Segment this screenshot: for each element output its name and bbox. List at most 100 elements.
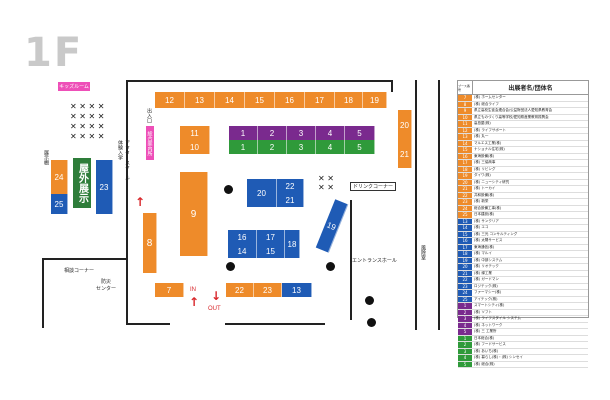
legend-booth-number: 17 xyxy=(458,160,472,166)
booth-20-right[interactable]: 20 xyxy=(398,110,412,140)
booth-22-bottom[interactable]: 22 xyxy=(226,283,254,297)
in-arrow-icon: ↑ xyxy=(189,295,200,309)
legend-booth-number: 14 xyxy=(458,225,472,231)
booth-20[interactable]: 20 xyxy=(247,179,277,207)
seat-cross-icon: ✕ ✕ ✕ ✕ xyxy=(70,102,105,111)
entrance-label: 出入口 xyxy=(146,108,152,123)
booth-16[interactable]: 16 xyxy=(275,92,305,108)
legend-exhibitor-name: (株) ホームセンター xyxy=(474,95,506,100)
booth-21[interactable]: 21 xyxy=(277,193,304,207)
out-label: OUT xyxy=(208,306,221,312)
booth-green-4[interactable]: 4 xyxy=(316,140,345,154)
booth-13-bottom[interactable]: 13 xyxy=(282,283,312,297)
legend-row: 17(株) 三協商事 xyxy=(458,160,588,167)
legend-booth-number: 5 xyxy=(458,361,472,367)
booth-15[interactable]: 15 xyxy=(257,244,285,258)
legend-booth-number: 2 xyxy=(458,309,472,315)
legend-booth-number: 15 xyxy=(458,231,472,237)
booth-24[interactable]: 24 xyxy=(51,160,68,194)
legend-booth-number: 20 xyxy=(458,264,472,270)
legend-exhibitor-name: (株) 中部システム xyxy=(474,257,503,262)
legend-title: 出展者名/団体名 xyxy=(508,85,553,92)
booth-9[interactable]: 9 xyxy=(180,172,208,256)
legend-exhibitor-name: 日本総合(株) xyxy=(474,335,495,340)
legend-booth-number: 21 xyxy=(458,270,472,276)
booth-green-5[interactable]: 5 xyxy=(345,140,375,154)
legend-row: 18(株) マルイ xyxy=(458,251,588,258)
legend-exhibitor-name: (株) 総合(株) xyxy=(474,361,495,366)
legend-header: ブース番号 出展者名/団体名 xyxy=(458,81,588,95)
booth-12[interactable]: 12 xyxy=(155,92,185,108)
wall-left-box-top xyxy=(42,258,128,260)
legend-booth-number: 24 xyxy=(458,205,472,211)
booth-17[interactable]: 17 xyxy=(305,92,335,108)
legend-exhibitor-name: (株) リオテック xyxy=(474,264,499,269)
legend-row: 4(株) ネットワーク xyxy=(458,322,588,329)
legend-booth-number: 19 xyxy=(458,257,472,263)
booth-17[interactable]: 17 xyxy=(257,230,285,244)
booth-21-right[interactable]: 21 xyxy=(398,140,412,168)
legend-row: 4(株) 暮らし(株)・(株) シンセイ xyxy=(458,355,588,362)
booth-green-2[interactable]: 2 xyxy=(258,140,287,154)
booth-13[interactable]: 13 xyxy=(185,92,215,108)
entrance-hall-label: エントランスホール xyxy=(352,258,397,264)
booth-green-3[interactable]: 3 xyxy=(287,140,316,154)
booth-green-1[interactable]: 1 xyxy=(229,140,258,154)
legend-row: 2(株) ソフト xyxy=(458,309,588,316)
legend-exhibitor-name: (株) マルイ xyxy=(474,251,492,256)
booth-14[interactable]: 14 xyxy=(228,244,257,258)
booth-14[interactable]: 14 xyxy=(215,92,245,108)
legend-row: 16(株) 太陽サービス xyxy=(458,238,588,245)
booth-23-left[interactable]: 23 xyxy=(96,160,113,214)
booth-19[interactable]: 19 xyxy=(363,92,387,108)
legend-exhibitor-name: アイテック(株) xyxy=(474,296,498,301)
legend-exhibitor-name: (株) サンクリア xyxy=(474,218,499,223)
booth-22[interactable]: 22 xyxy=(277,179,304,193)
booth-7[interactable]: 7 xyxy=(155,283,184,297)
booth-purple-3[interactable]: 3 xyxy=(287,126,316,140)
legend-booth-number: 5 xyxy=(458,329,472,335)
booth-15[interactable]: 15 xyxy=(245,92,275,108)
booth-purple-5[interactable]: 5 xyxy=(345,126,375,140)
legend-booth-number: 4 xyxy=(458,322,472,328)
legend-booth-number: 4 xyxy=(458,355,472,361)
legend-booth-number: 22 xyxy=(458,192,472,198)
booth-11[interactable]: 11 xyxy=(180,126,210,140)
in-label: IN xyxy=(190,287,196,293)
legend-booth-number: 3 xyxy=(458,348,472,354)
booth-16[interactable]: 16 xyxy=(228,230,257,244)
booth-10[interactable]: 10 xyxy=(180,140,210,154)
legend-booth-number: 22 xyxy=(458,277,472,283)
legend-exhibitor-name: (株) 緑工業 xyxy=(474,270,492,275)
legend-exhibitor-name: (株) エコ xyxy=(474,225,489,230)
booth-18[interactable]: 18 xyxy=(285,230,300,258)
legend-booth-number: 16 xyxy=(458,238,472,244)
legend-exhibitor-name: (株) 太陽サービス xyxy=(474,238,503,243)
booth-18[interactable]: 18 xyxy=(335,92,363,108)
booth-19-blue[interactable]: 19 xyxy=(315,199,349,253)
booth-purple-4[interactable]: 4 xyxy=(316,126,345,140)
drink-corner-label: ドリンクコーナー xyxy=(350,182,397,191)
booth-purple-2[interactable]: 2 xyxy=(258,126,287,140)
afterschool-label: アフタースクール 体験入学 xyxy=(117,140,130,180)
legend-booth-number: 10 xyxy=(458,114,472,120)
booth-23-bottom[interactable]: 23 xyxy=(254,283,282,297)
booth-purple-1[interactable]: 1 xyxy=(229,126,258,140)
wall-bottom xyxy=(126,323,170,325)
legend-booth-number: 13 xyxy=(458,218,472,224)
legend-booth-number: 8 xyxy=(458,101,472,107)
kids-corner-badge: キッズルーム xyxy=(58,82,90,91)
booth-25[interactable]: 25 xyxy=(51,194,68,214)
legend-row: 2(株) フードサービス xyxy=(458,342,588,349)
legend-booth-number: 18 xyxy=(458,251,472,257)
legend-exhibitor-name: (株) あいち(株) xyxy=(474,348,499,353)
booth-8[interactable]: 8 xyxy=(143,213,157,273)
wall-top xyxy=(126,80,391,82)
